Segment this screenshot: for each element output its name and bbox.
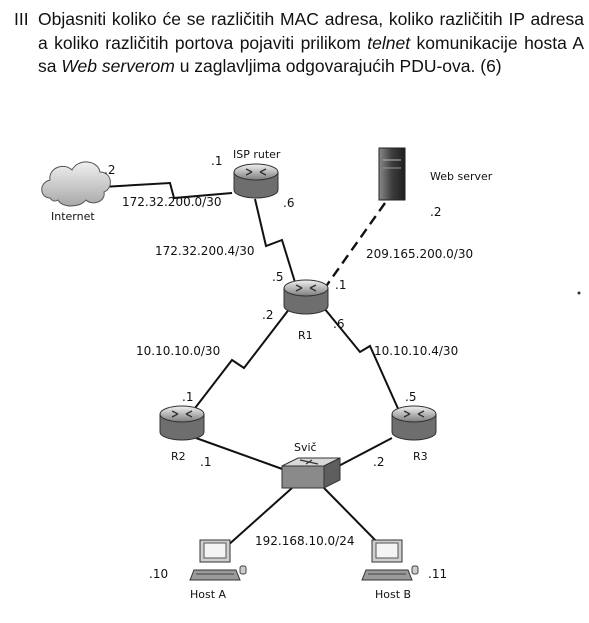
link-internet-isp [101,181,233,200]
net-lan-label: 192.168.10.0/24 [255,534,354,548]
question-text-segment: komunikacije hosta A sa [38,32,584,77]
isp-router-label: ISP ruter [233,148,281,161]
question-emphasis: Web serverom [61,56,175,76]
links [101,181,405,548]
host-b-icon [361,539,419,581]
margin-dot [577,291,581,295]
addr-internet: .2 [104,163,115,177]
question-text-segment: u zaglavljima odgovarajućih PDU-ova. (6) [174,56,502,76]
question-emphasis: telnet [367,32,411,53]
link-isp-r1 [254,198,299,293]
r3-label: R3 [413,450,428,463]
addr-r3-lan: .2 [373,455,384,469]
question-block: III Objasniti koliko će se različitih MA… [14,8,584,79]
link-r1-r2 [191,307,291,413]
net-r1-r2-label: 10.10.10.0/30 [136,344,220,358]
addr-isp-down: .6 [283,196,294,210]
r1-router-icon [283,279,329,315]
addr-r2-top: .1 [182,390,193,404]
addr-r2-lan: .1 [200,455,211,469]
link-switch-hosta [225,487,293,548]
switch-label: Svič [294,441,317,454]
r3-router-icon [391,405,437,441]
internet-label: Internet [51,210,95,223]
host-b-label: Host B [375,588,411,601]
net-r1-web-label: 209.165.200.0/30 [366,247,473,261]
link-switch-hostb [323,487,383,548]
addr-r1-left: .2 [262,308,273,322]
addr-r1-top: .5 [272,270,283,284]
addr-r1-web: .1 [335,278,346,292]
host-a-label: Host A [190,588,227,601]
internet-cloud-icon [41,161,111,207]
question-text-segment: Objasniti koliko će se različitih MAC ad… [38,9,584,53]
question-text: Objasniti koliko će se različitih MAC ad… [38,8,584,79]
addr-r3-top: .5 [405,390,416,404]
r1-label: R1 [298,329,313,342]
net-isp-r1-label: 172.32.200.4/30 [155,244,254,258]
addr-host-a: .10 [149,567,168,581]
host-a-icon [189,539,247,581]
net-r1-r3-label: 10.10.10.4/30 [374,344,458,358]
r2-router-icon [159,405,205,441]
isp-router-icon [233,163,279,199]
link-r2-switch [195,437,286,471]
r2-label: R2 [171,450,186,463]
web-server-label: Web server [430,170,493,183]
link-r1-r3 [323,307,405,423]
link-r1-web [321,202,386,293]
addr-isp-left: .1 [211,154,222,168]
addr-host-b: .11 [428,567,447,581]
link-r3-switch [330,437,393,471]
addr-web: .2 [430,205,441,219]
net-internet-isp-label: 172.32.200.0/30 [122,195,221,209]
web-server-icon [378,147,406,201]
addr-r1-right: .6 [333,317,344,331]
switch-icon [281,457,341,489]
question-number: III [14,9,29,29]
